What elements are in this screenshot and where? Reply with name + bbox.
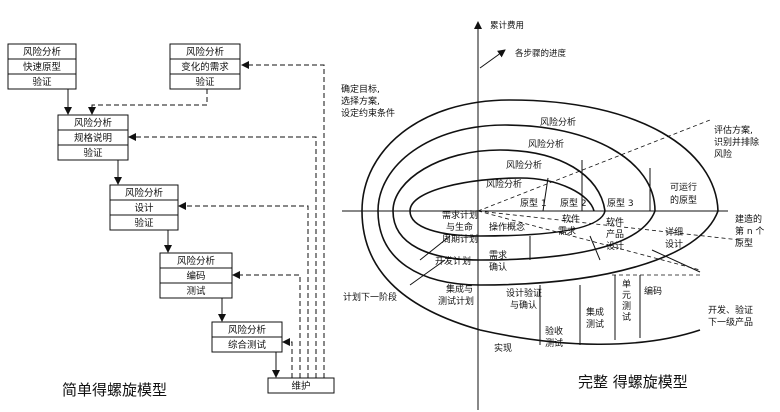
full-spiral-model: 累计费用 各步骤的进度 — [341, 20, 764, 410]
box6-line2: 综合测试 — [228, 339, 267, 351]
unit-test-char3: 测 — [622, 301, 631, 312]
built-prototype-line2: 第 n 个 — [735, 225, 764, 237]
box1-line3: 验证 — [32, 76, 52, 88]
integration-plan-line1: 集成与 — [446, 283, 473, 295]
detail-design-line1: 详细 — [665, 226, 683, 238]
unit-test-char1: 单 — [622, 278, 631, 290]
q1-label-line1: 确定目标, — [341, 83, 380, 95]
simple-model-dashed-feedback — [88, 61, 325, 378]
box5-line3: 测试 — [186, 285, 206, 297]
q2-label-line2: 识别并排除 — [714, 136, 759, 148]
requirements-plan-line1: 需求计划 — [442, 209, 478, 221]
box5-line2: 编码 — [186, 270, 205, 282]
box2-line2: 变化的需求 — [181, 61, 229, 73]
box-maintenance: 维护 — [267, 377, 335, 394]
box2-line1: 风险分析 — [186, 46, 225, 58]
box-changing-requirements: 风险分析 变化的需求 验证 — [169, 43, 241, 90]
operational-prototype-line1: 可运行 — [670, 181, 697, 193]
q2-label-line1: 评估方案, — [714, 124, 753, 136]
sw-product-design-line2: 产品 — [606, 228, 624, 240]
spiral-loops — [361, 99, 719, 346]
progress-label: 各步骤的进度 — [515, 48, 567, 59]
box5-line1: 风险分析 — [177, 255, 216, 267]
q1-label-line2: 选择方案, — [341, 95, 380, 107]
coding-label: 编码 — [644, 285, 662, 297]
box4-line1: 风险分析 — [125, 187, 164, 199]
box3-line2: 规格说明 — [74, 132, 112, 144]
acceptance-test-line1: 验收 — [545, 325, 563, 337]
box7-line1: 维护 — [291, 380, 310, 392]
sw-requirements-line2: 需求 — [558, 225, 576, 237]
box3-line3: 验证 — [83, 147, 103, 159]
req-confirm-line2: 确认 — [489, 261, 507, 273]
q4-label: 计划下一阶段 — [343, 291, 397, 303]
spiral-dashed-radials — [477, 119, 741, 276]
q3-label-line1: 开发、验证 — [708, 304, 753, 316]
design-verify-line1: 设计验证 — [506, 287, 542, 299]
box-coding: 风险分析 编码 测试 — [159, 252, 233, 299]
built-prototype-line3: 原型 — [735, 238, 753, 249]
risk-analysis-4: 风险分析 — [540, 116, 576, 128]
req-confirm-line1: 需求 — [489, 249, 507, 261]
risk-analysis-2: 风险分析 — [506, 159, 542, 171]
requirements-plan-line2: 与生命 — [446, 221, 473, 233]
q2-label-line3: 风险 — [714, 148, 732, 160]
integration-test-line2: 测试 — [586, 318, 604, 330]
sw-requirements-line1: 软件 — [562, 213, 580, 225]
box-design: 风险分析 设计 验证 — [109, 184, 179, 231]
box4-line2: 设计 — [134, 202, 154, 214]
prototype-3: 原型 3 — [607, 198, 634, 209]
acceptance-test-line2: 测试 — [545, 337, 563, 349]
unit-test-char2: 元 — [622, 291, 631, 301]
full-model-caption: 完整 得螺旋模型 — [578, 373, 688, 391]
box1-line1: 风险分析 — [23, 46, 62, 58]
implementation: 实现 — [494, 342, 512, 354]
simple-model-caption: 简单得螺旋模型 — [62, 381, 167, 399]
q3-label-line2: 下一级产品 — [708, 316, 753, 328]
requirements-plan-line3: 周期计划 — [442, 233, 478, 245]
unit-test-char4: 试 — [622, 311, 631, 323]
prototype-1: 原型 1 — [520, 198, 547, 209]
box-rapid-prototype: 风险分析 快速原型 验证 — [7, 43, 77, 90]
spiral-separators — [409, 160, 701, 345]
ops-concept: 操作概念 — [489, 221, 525, 233]
box-integration-test: 风险分析 综合测试 — [211, 321, 283, 353]
built-prototype-line1: 建造的 — [735, 213, 762, 225]
box2-line3: 验证 — [195, 76, 215, 88]
detail-design-line2: 设计 — [665, 238, 683, 250]
risk-analysis-1a: 风险分析 — [486, 178, 522, 190]
design-verify-line2: 与确认 — [510, 299, 537, 311]
risk-analysis-3: 风险分析 — [528, 138, 564, 150]
box1-line2: 快速原型 — [23, 61, 62, 73]
prototype-2: 原型 2 — [560, 198, 587, 209]
box6-line1: 风险分析 — [228, 324, 267, 336]
integration-plan-line2: 测试计划 — [438, 295, 474, 307]
simple-model-solid-arrows — [64, 89, 280, 378]
integration-test-line1: 集成 — [586, 306, 604, 318]
box4-line3: 验证 — [134, 217, 154, 229]
simple-spiral-model: 风险分析 快速原型 验证 风险分析 变化的需求 验证 风险分析 规格说明 验证 — [7, 43, 335, 399]
box3-line1: 风险分析 — [74, 117, 113, 129]
dev-plan: 开发计划 — [435, 255, 471, 267]
operational-prototype-line2: 的原型 — [670, 194, 697, 206]
q1-label-line3: 设定约束条件 — [341, 107, 395, 119]
sw-product-design-line1: 软件 — [606, 216, 624, 228]
sw-product-design-line3: 设计 — [606, 240, 624, 252]
cumulative-cost-label: 累计费用 — [490, 20, 524, 31]
box-specification: 风险分析 规格说明 验证 — [57, 114, 129, 161]
progress-arrow — [479, 49, 506, 69]
